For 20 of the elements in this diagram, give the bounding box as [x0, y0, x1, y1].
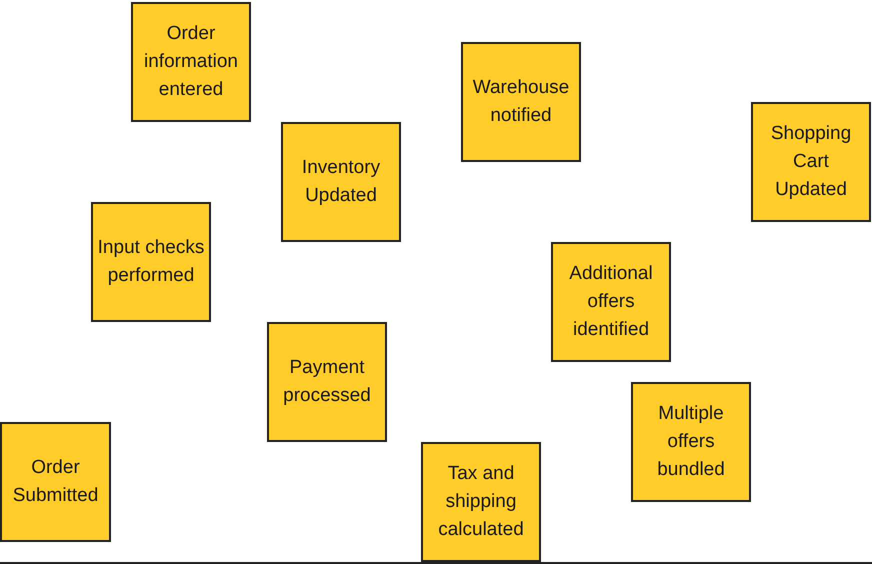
note-text: Tax and shipping calculated — [437, 462, 525, 542]
note-text: Order Submitted — [12, 456, 100, 508]
sticky-note — [0, 422, 111, 542]
sticky-note — [631, 382, 751, 502]
sticky-note — [551, 242, 671, 362]
note-text: Warehouse notified — [472, 76, 570, 128]
note-text: Additional offers identified — [568, 262, 654, 342]
sticky-note — [751, 102, 871, 222]
sticky-note — [421, 442, 541, 562]
sticky-note — [131, 2, 251, 122]
note-text: Shopping Cart Updated — [770, 122, 852, 202]
note-text: Inventory Updated — [300, 156, 382, 208]
sticky-note — [91, 202, 211, 322]
note-text: Input checks performed — [96, 236, 206, 288]
note-text: Multiple offers bundled — [656, 402, 726, 482]
sticky-note — [281, 122, 401, 242]
sticky-note — [461, 42, 581, 162]
note-text: Order information entered — [143, 22, 239, 102]
sticky-note — [267, 322, 387, 442]
note-text: Payment processed — [282, 356, 372, 408]
